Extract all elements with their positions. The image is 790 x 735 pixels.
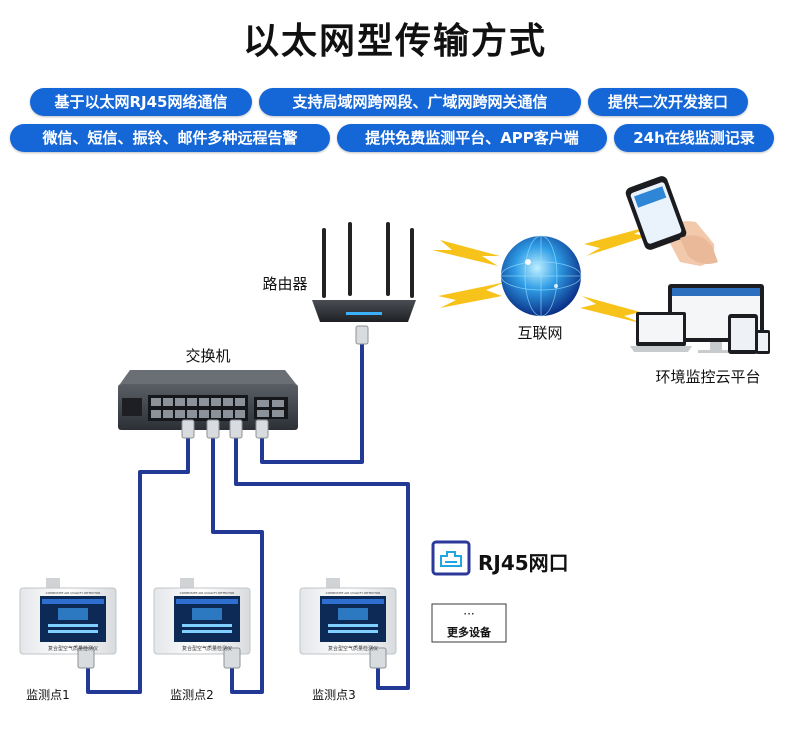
lightning-icon	[432, 240, 500, 266]
device-2-header: COMPOSITE AIR QUALITY DETECTOR	[180, 591, 235, 595]
rj45-port-icon	[431, 540, 471, 576]
lightning-icon	[580, 296, 644, 324]
monitoring-point-3-label: 监测点3	[312, 688, 356, 702]
feature-pill-24h-record: 24h在线监测记录	[614, 124, 774, 152]
feature-pill-rj45: 基于以太网RJ45网络通信	[30, 88, 252, 116]
more-devices-dots: ···	[463, 607, 474, 621]
more-devices-label: 更多设备	[447, 625, 492, 639]
feature-pill-dev-interface: 提供二次开发接口	[588, 88, 748, 116]
router-label: 路由器	[262, 275, 307, 293]
cable-point-3	[234, 438, 410, 690]
cable-switch-router	[260, 342, 364, 464]
device-3-header: COMPOSITE AIR QUALITY DETECTOR	[326, 591, 381, 595]
monitoring-point-2-label: 监测点2	[170, 688, 214, 702]
internet-globe	[500, 235, 582, 317]
lightning-bolts	[432, 226, 650, 324]
network-cables	[86, 342, 410, 694]
internet-label: 互联网	[517, 324, 562, 342]
router-rj45-plug	[355, 325, 369, 345]
feature-pill-free-platform: 提供免费监测平台、APP客户端	[337, 124, 607, 152]
cable-point-1	[86, 438, 190, 694]
monitoring-point-1-label: 监测点1	[26, 688, 70, 702]
feature-pill-remote-alarm: 微信、短信、振铃、邮件多种远程告警	[10, 124, 330, 152]
network-switch	[118, 370, 298, 430]
device-2-model: 复合型空气质量检测仪	[182, 645, 232, 652]
monitoring-device-2	[153, 578, 251, 669]
phone-app	[625, 176, 718, 266]
switch-rj45-plugs	[181, 419, 269, 439]
monitoring-device-1	[19, 578, 117, 669]
device-1-model: 复合型空气质量检测仪	[48, 645, 98, 652]
lightning-icon	[438, 282, 506, 308]
cloud-platform-label: 环境监控云平台	[655, 368, 760, 386]
rj45-port-label: RJ45网口	[478, 551, 569, 575]
feature-pill-cross-network: 支持局域网跨网段、广域网跨网关通信	[259, 88, 581, 116]
cloud-platform-devices	[630, 284, 770, 354]
monitoring-device-3	[299, 578, 397, 669]
page-title: 以太网型传输方式	[242, 21, 547, 62]
cable-point-2	[211, 438, 264, 694]
device-3-model: 复合型空气质量检测仪	[328, 645, 378, 652]
device-1-header: COMPOSITE AIR QUALITY DETECTOR	[46, 591, 101, 595]
switch-label: 交换机	[185, 347, 230, 365]
more-devices-box	[431, 603, 507, 643]
lightning-icon	[584, 226, 650, 256]
router	[312, 222, 416, 322]
